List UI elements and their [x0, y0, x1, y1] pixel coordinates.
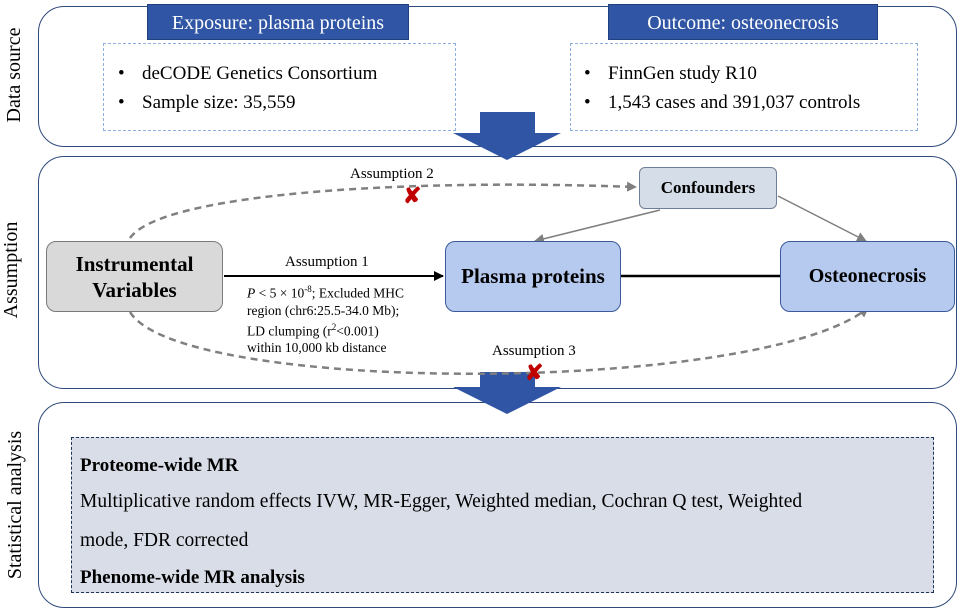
confounder-to-plasma-arrow — [534, 209, 661, 244]
osteonecrosis-node: Osteonecrosis — [780, 241, 955, 312]
assumption-2-label: Assumption 2 — [350, 166, 434, 182]
flow-arrow-1 — [453, 112, 561, 160]
assumption-2-path — [128, 181, 637, 239]
assumption-1-label: Assumption 1 — [285, 254, 369, 270]
criteria-region: region (chr6:25.5-34.0 Mb); — [247, 302, 400, 318]
outcome-box — [570, 43, 918, 131]
methods-line-2: mode, FDR corrected — [80, 530, 249, 551]
criteria-ld-post: <0.001) — [336, 323, 379, 338]
assumption-3-label: Assumption 3 — [492, 343, 576, 359]
methods-line-1: Multiplicative random effects IVW, MR-Eg… — [80, 491, 803, 512]
flow-arrow-2 — [453, 372, 561, 414]
assumption-2-cross-icon: ✘ — [403, 183, 422, 208]
criteria-ld-sup: 2 — [331, 321, 337, 332]
iv-label-line2: Variables — [92, 277, 177, 302]
criteria-note: P < 5 × 10-8; Excluded MHC region (chr6:… — [247, 281, 404, 356]
confounders-node: Confounders — [639, 167, 777, 209]
assumption-3-path — [128, 307, 869, 375]
outcome-item-cases: 1,543 cases and 391,037 controls — [584, 92, 860, 114]
iv-label-line1: Instrumental — [75, 251, 194, 276]
criteria-distance: within 10,000 kb distance — [247, 340, 387, 355]
outcome-header: Outcome: osteonecrosis — [608, 4, 878, 40]
assumption-3-cross-icon: ✘ — [525, 360, 544, 385]
confounder-to-osteo-arrow — [777, 195, 867, 242]
criteria-ld-pre: LD clumping (r — [247, 323, 332, 338]
proteome-wide-title: Proteome-wide MR — [80, 455, 239, 476]
exposure-box — [103, 43, 456, 131]
criteria-p-symbol: P — [247, 285, 256, 301]
criteria-mhc: ; Excluded MHC — [311, 285, 404, 301]
exposure-item-consortium: deCODE Genetics Consortium — [118, 63, 377, 85]
criteria-p-exponent: -8 — [304, 284, 312, 294]
outcome-item-study: FinnGen study R10 — [584, 63, 757, 85]
exposure-item-sample-size: Sample size: 35,559 — [118, 92, 295, 114]
statistical-methods-box — [71, 437, 934, 593]
phenome-wide-title: Phenome-wide MR analysis — [80, 567, 305, 588]
criteria-p-threshold: < 5 × 10 — [255, 285, 305, 301]
plasma-proteins-node: Plasma proteins — [445, 241, 621, 312]
exposure-header: Exposure: plasma proteins — [147, 4, 409, 40]
